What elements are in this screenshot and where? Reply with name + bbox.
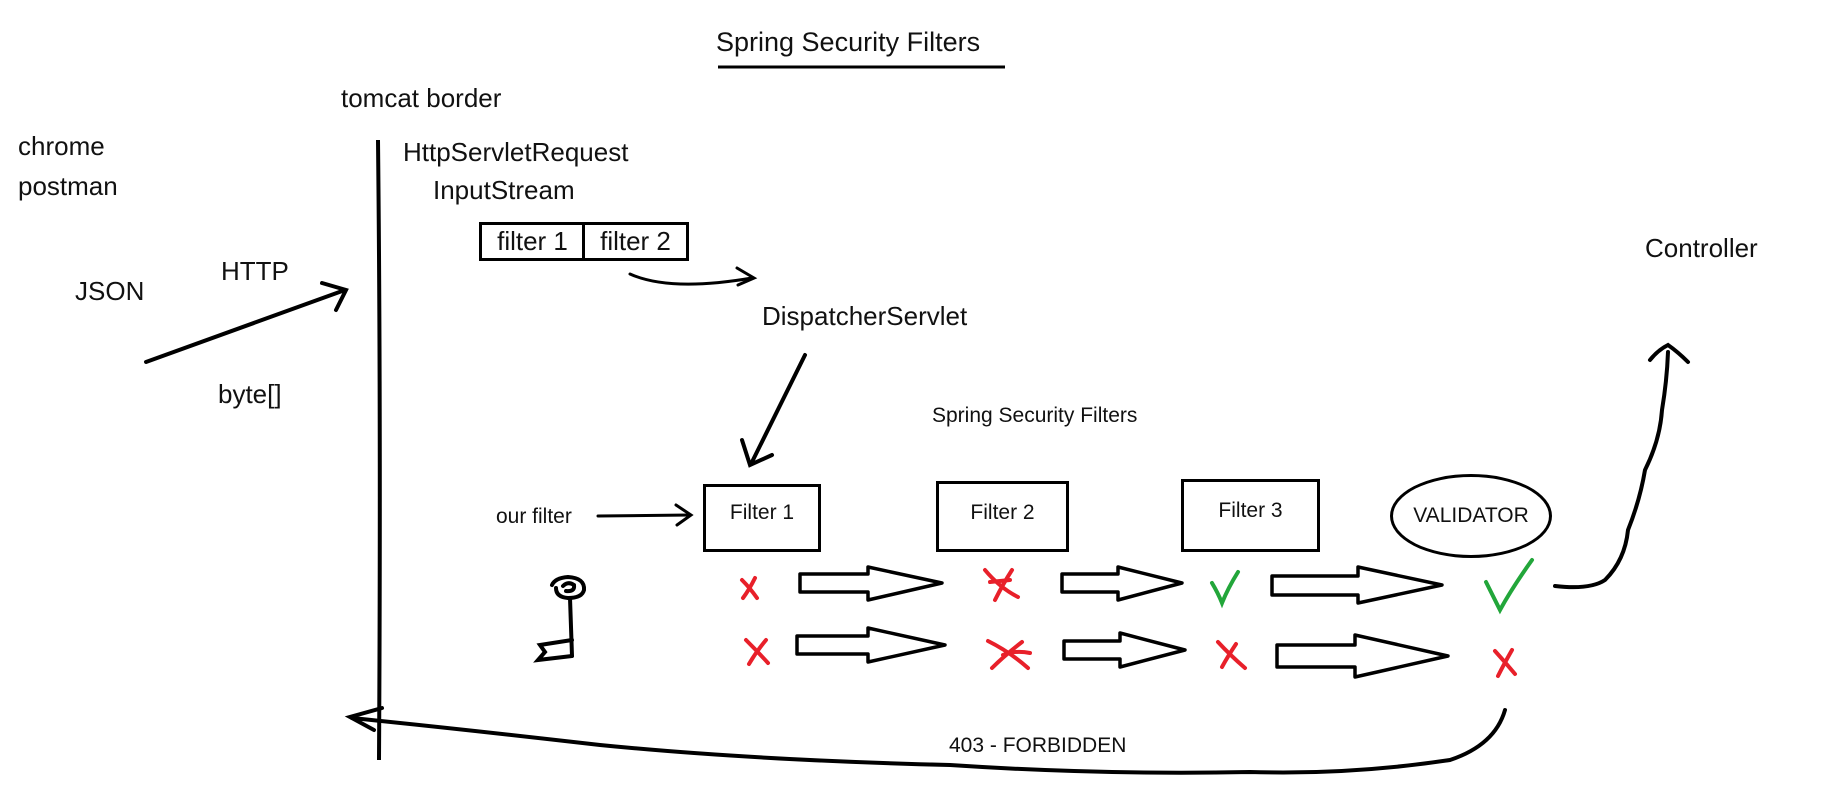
json-label: JSON	[75, 276, 145, 306]
key-icon	[533, 574, 587, 663]
security-filter-1-box: Filter 1	[703, 484, 821, 552]
http-servlet-request-label: HttpServletRequest	[403, 137, 629, 167]
dispatcher-to-filter-arrow	[740, 353, 807, 468]
filters-to-dispatcher-arrow	[628, 266, 758, 287]
diagram-title: Spring Security Filters	[716, 27, 981, 57]
input-stream-label: InputStream	[433, 175, 575, 205]
byte-array-label: byte[]	[218, 379, 282, 409]
flow-arrows-row-1	[798, 565, 1444, 605]
reject-marks-row-2	[744, 638, 1517, 678]
forbidden-return-arrow	[344, 706, 1507, 775]
servlet-filter-1-label: filter 1	[497, 226, 568, 256]
client-label-postman: postman	[18, 171, 118, 201]
security-filter-3-label: Filter 3	[1218, 499, 1283, 522]
security-filter-2-box: Filter 2	[936, 481, 1069, 552]
tomcat-border-line	[376, 139, 382, 761]
reject-marks-row-1	[740, 568, 1020, 602]
controller-label: Controller	[1645, 233, 1758, 263]
dispatcher-servlet-label: DispatcherServlet	[762, 301, 968, 331]
http-label: HTTP	[221, 256, 289, 286]
security-filter-2-label: Filter 2	[970, 501, 1035, 524]
servlet-filter-1-box: filter 1	[479, 222, 586, 261]
servlet-filter-2-label: filter 2	[600, 226, 671, 256]
accept-marks-row-1	[1210, 558, 1534, 615]
our-filter-label: our filter	[496, 505, 572, 528]
security-filter-1-label: Filter 1	[729, 501, 795, 524]
tomcat-border-label: tomcat border	[341, 83, 502, 113]
security-filter-3-box: Filter 3	[1181, 479, 1320, 552]
validator-label: VALIDATOR	[1413, 504, 1529, 527]
servlet-filter-2-box: filter 2	[582, 222, 689, 261]
our-filter-arrow	[596, 503, 694, 527]
http-arrow	[144, 281, 349, 364]
security-chain-label: Spring Security Filters	[932, 404, 1138, 427]
client-label-chrome: chrome	[18, 131, 105, 161]
validator-ellipse: VALIDATOR	[1390, 474, 1552, 558]
flow-arrows-row-2	[795, 626, 1450, 679]
validator-to-controller-arrow	[1553, 342, 1690, 590]
forbidden-label: 403 - FORBIDDEN	[949, 734, 1127, 757]
